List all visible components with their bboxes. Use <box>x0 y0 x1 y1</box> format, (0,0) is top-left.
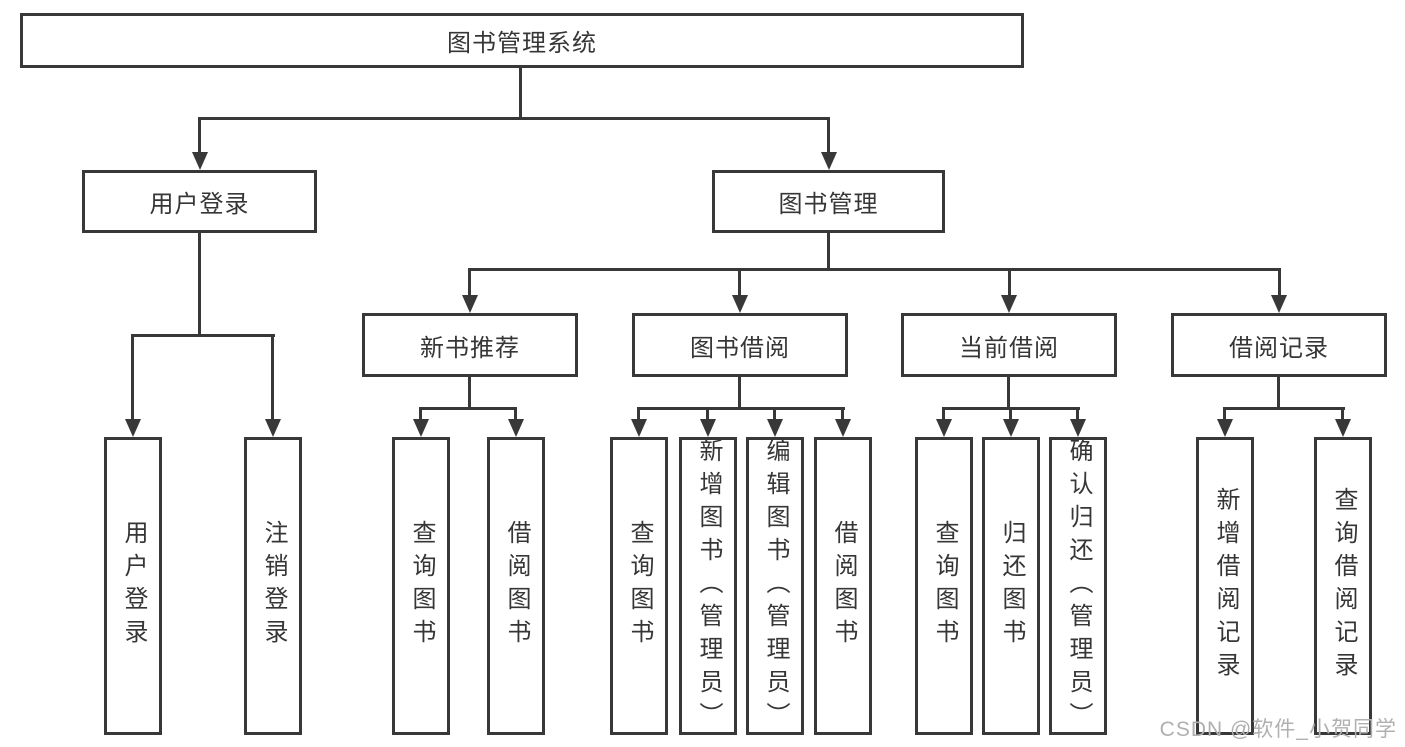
connector-leaf-user-login-drop <box>131 334 134 419</box>
connector-records-hline <box>1223 407 1345 410</box>
arrowhead-to-leaf-logout <box>265 419 281 437</box>
connector-level2-hline <box>198 117 830 120</box>
node-leaf-query-borrow-record: 查询借阅记录 <box>1314 437 1372 735</box>
arrowhead-to-leaf-add-book <box>700 419 716 437</box>
connector-leaf-drop <box>419 407 422 421</box>
arrowhead-to-leaf-confirm-return <box>1070 419 1086 437</box>
connector-records-stem <box>1277 377 1280 409</box>
node-leaf-label: 查询图书 <box>931 520 958 652</box>
arrowhead-to-leaf-borrow-1 <box>508 419 524 437</box>
connector-leaf-drop <box>841 407 844 421</box>
connector-borrow-drop <box>738 268 741 296</box>
node-book-management: 图书管理 <box>712 170 945 233</box>
node-leaf-query-books-3: 查询图书 <box>915 437 973 735</box>
node-leaf-label: 借阅图书 <box>503 520 530 652</box>
node-leaf-label: 查询图书 <box>408 520 435 652</box>
connector-current-drop <box>1008 268 1011 296</box>
arrowhead-to-leaf-user-login <box>125 419 141 437</box>
arrowhead-to-leaf-add-record <box>1217 419 1233 437</box>
node-leaf-confirm-return-admin: 确认归还（管理员） <box>1049 437 1107 735</box>
node-leaf-label: 新增借阅记录 <box>1212 487 1239 685</box>
connector-leaf-drop <box>1341 407 1344 421</box>
node-leaf-label: 归还图书 <box>998 520 1025 652</box>
connector-leaf-drop <box>637 407 640 421</box>
node-leaf-borrow-books-2: 借阅图书 <box>814 437 872 735</box>
node-book-borrow: 图书借阅 <box>632 313 848 377</box>
node-leaf-query-books-2: 查询图书 <box>610 437 668 735</box>
node-leaf-add-borrow-record: 新增借阅记录 <box>1196 437 1254 735</box>
node-leaf-query-books-1: 查询图书 <box>392 437 450 735</box>
csdn-watermark: CSDN @软件_小贺同学 <box>1159 718 1397 741</box>
node-leaf-edit-book-admin: 编辑图书（管理员） <box>746 437 804 735</box>
arrowhead-to-leaf-borrow-2 <box>835 419 851 437</box>
connector-current-stem <box>1007 377 1010 409</box>
node-leaf-label: 注销登录 <box>260 520 287 652</box>
arrowhead-to-leaf-query-record <box>1335 419 1351 437</box>
node-leaf-label: 新增图书（管理员） <box>695 437 722 735</box>
connector-leaf-drop <box>706 407 709 421</box>
node-leaf-label: 查询图书 <box>626 520 653 652</box>
connector-leaf-drop <box>1009 407 1012 421</box>
connector-recommend-stem <box>468 377 471 409</box>
node-leaf-label: 查询借阅记录 <box>1330 487 1357 685</box>
connector-leaf-drop <box>942 407 945 421</box>
connector-book-mgmt-drop <box>827 117 830 153</box>
node-leaf-add-book-admin: 新增图书（管理员） <box>679 437 737 735</box>
connector-borrow-stem <box>738 377 741 409</box>
connector-records-drop <box>1278 268 1281 296</box>
node-leaf-borrow-books-1: 借阅图书 <box>487 437 545 735</box>
arrowhead-to-leaf-edit-book <box>767 419 783 437</box>
node-leaf-logout: 注销登录 <box>244 437 302 735</box>
node-current-borrow: 当前借阅 <box>901 313 1117 377</box>
arrowhead-to-recommend <box>462 295 478 313</box>
connector-level3-hline <box>469 268 1281 271</box>
connector-user-split-hline <box>131 334 275 337</box>
node-leaf-user-login: 用户登录 <box>104 437 162 735</box>
node-leaf-label: 用户登录 <box>120 520 147 652</box>
node-leaf-label: 借阅图书 <box>830 520 857 652</box>
arrowhead-to-user-login <box>192 152 208 170</box>
node-user-login: 用户登录 <box>82 170 317 233</box>
connector-leaf-drop <box>773 407 776 421</box>
arrowhead-to-leaf-query-1 <box>413 419 429 437</box>
node-borrow-records: 借阅记录 <box>1171 313 1387 377</box>
connector-root-stem <box>519 68 522 119</box>
connector-user-login-drop <box>198 117 201 153</box>
node-leaf-label: 编辑图书（管理员） <box>762 437 789 735</box>
connector-recommend-drop <box>468 268 471 296</box>
arrowhead-to-leaf-query-3 <box>936 419 952 437</box>
connector-leaf-logout-drop <box>271 334 274 419</box>
node-leaf-label: 确认归还（管理员） <box>1065 437 1092 735</box>
arrowhead-to-borrow <box>732 295 748 313</box>
arrowhead-to-leaf-return <box>1003 419 1019 437</box>
connector-borrow-hline <box>637 407 845 410</box>
node-root-title: 图书管理系统 <box>20 13 1024 68</box>
node-leaf-return-books: 归还图书 <box>982 437 1040 735</box>
arrowhead-to-leaf-query-2 <box>631 419 647 437</box>
connector-recommend-hline <box>419 407 517 410</box>
arrowhead-to-book-mgmt <box>821 152 837 170</box>
connector-user-login-stem <box>198 233 201 336</box>
arrowhead-to-records <box>1271 295 1287 313</box>
connector-leaf-drop <box>1223 407 1226 421</box>
connector-book-mgmt-stem <box>827 233 830 270</box>
connector-leaf-drop <box>1076 407 1079 421</box>
node-new-book-recommend: 新书推荐 <box>362 313 578 377</box>
connector-leaf-drop <box>514 407 517 421</box>
arrowhead-to-current <box>1001 295 1017 313</box>
